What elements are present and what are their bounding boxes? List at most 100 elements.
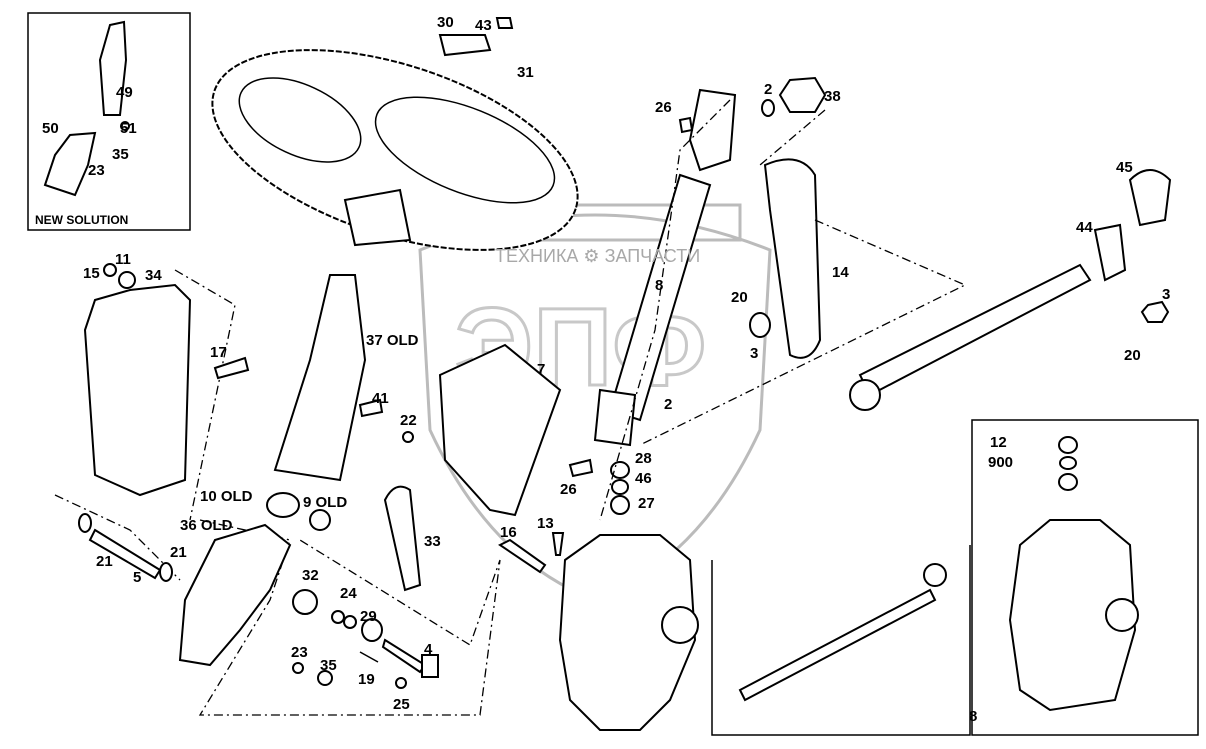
lower-joint — [593, 388, 637, 447]
part-labels: 30 43 31 49 50 51 35 23 NEW SOLUTION 26 … — [35, 14, 1170, 725]
label-3: 3 — [750, 345, 758, 362]
label-13: 13 — [537, 515, 554, 532]
label-25: 25 — [393, 696, 410, 713]
label-16: 16 — [500, 524, 517, 541]
mounting-plate — [438, 343, 562, 517]
steering-shaft-part — [98, 20, 128, 116]
label-43: 43 — [475, 17, 492, 34]
bush-32 — [292, 589, 318, 615]
label-26: 26 — [655, 99, 672, 116]
label-26-lower: 26 — [560, 481, 577, 498]
label-36-old: 36 OLD — [180, 517, 233, 534]
label-28: 28 — [635, 450, 652, 467]
nut-3-right — [1140, 300, 1170, 323]
label-14: 14 — [832, 264, 849, 281]
label-24: 24 — [340, 585, 357, 602]
bolt-16 — [498, 538, 547, 574]
label-15: 15 — [83, 265, 100, 282]
label-5: 5 — [133, 569, 141, 586]
label-17: 17 — [210, 344, 227, 361]
label-50: 50 — [42, 120, 59, 137]
seal-28 — [610, 461, 630, 479]
label-35-inset: 35 — [112, 146, 129, 163]
seal-27 — [610, 495, 630, 515]
plug-13 — [551, 532, 565, 556]
ball-joint-45 — [1128, 169, 1172, 227]
nut-38 — [778, 76, 827, 113]
track-rod-box — [711, 545, 971, 736]
ring-21-right — [159, 562, 173, 582]
label-31: 31 — [517, 64, 534, 81]
label-45: 45 — [1116, 159, 1133, 176]
label-20: 20 — [731, 289, 748, 306]
label-7: 7 — [537, 361, 545, 378]
steering-wheel — [211, 17, 579, 251]
gear-900-box — [971, 419, 1199, 736]
universal-joint — [688, 88, 737, 172]
bracket-part — [43, 131, 97, 197]
lever-33 — [383, 485, 422, 592]
bolt-41 — [358, 398, 384, 418]
bolt-26 — [678, 116, 694, 134]
label-19: 19 — [358, 671, 375, 688]
steering-column — [273, 274, 367, 482]
label-51: 51 — [120, 120, 137, 137]
bush-29 — [361, 618, 383, 642]
label-33: 33 — [424, 533, 441, 550]
cap-35 — [317, 670, 333, 686]
clamp-44 — [1093, 223, 1127, 282]
nut-9 — [309, 509, 331, 531]
seal-900-a — [1058, 436, 1078, 454]
label-32: 32 — [302, 567, 319, 584]
label-20-right: 20 — [1124, 347, 1141, 364]
nut-15 — [103, 263, 117, 277]
bolt-17 — [213, 356, 250, 380]
label-30: 30 — [437, 14, 454, 31]
steering-gear-900 — [1008, 519, 1137, 712]
nut-22 — [402, 431, 414, 443]
track-rod — [738, 588, 937, 702]
new-solution-box — [27, 12, 191, 231]
gear-900-port — [1105, 598, 1139, 632]
label-23: 23 — [291, 644, 308, 661]
label-23-inset: 23 — [88, 162, 105, 179]
track-rod-end — [923, 563, 947, 587]
label-22: 22 — [400, 412, 417, 429]
new-solution-caption: NEW SOLUTION — [35, 213, 128, 227]
steering-gear-box — [558, 534, 697, 731]
label-44: 44 — [1076, 219, 1093, 236]
label-34: 34 — [145, 267, 162, 284]
washer-23 — [292, 662, 304, 674]
intermediate-shaft — [608, 173, 712, 422]
washer-2 — [761, 99, 775, 117]
bolt-26-lower — [568, 458, 594, 478]
label-10-old: 10 OLD — [200, 488, 253, 505]
seal-900-b — [1058, 473, 1078, 491]
label-8-lower: 8 — [969, 708, 977, 725]
bracket-36 — [178, 523, 292, 667]
label-8: 8 — [655, 277, 663, 294]
label-11: 11 — [115, 251, 131, 268]
bush-10 — [266, 492, 300, 518]
label-21-right: 21 — [170, 544, 187, 561]
label-3-right: 3 — [1162, 286, 1170, 303]
label-38: 38 — [824, 88, 841, 105]
ring-900 — [1059, 456, 1077, 470]
watermark-text: ТЕХНИКА ⚙ ЗАПЧАСТИ — [495, 246, 700, 266]
label-2-lower: 2 — [664, 396, 672, 413]
label-37-old: 37 OLD — [366, 332, 419, 349]
washer-11 — [118, 271, 136, 289]
pin-5 — [88, 528, 162, 580]
label-4: 4 — [424, 641, 433, 658]
label-900: 900 — [988, 454, 1013, 471]
column-cover — [83, 283, 192, 497]
ring-21-left — [78, 513, 92, 533]
label-12: 12 — [990, 434, 1007, 451]
label-21-left: 21 — [96, 553, 113, 570]
drag-link — [858, 263, 1092, 397]
nut-part — [120, 121, 130, 131]
nut-3 — [749, 312, 771, 338]
plate-4 — [421, 654, 439, 678]
pitman-arm — [763, 158, 822, 359]
